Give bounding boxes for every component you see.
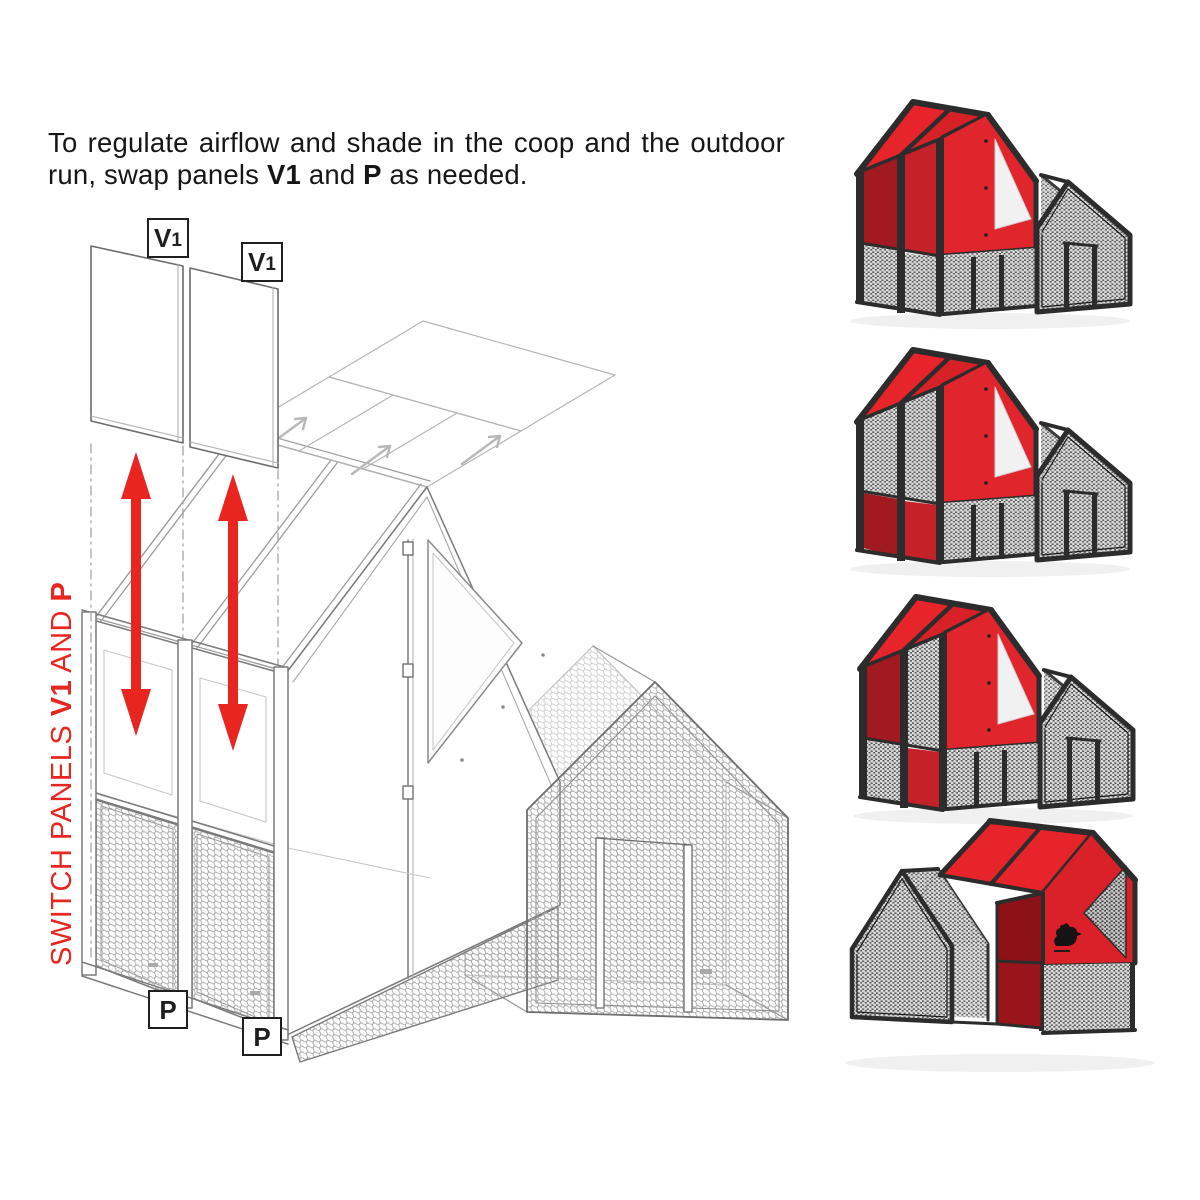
instruction-text: To regulate airflow and shade in the coo…	[48, 127, 785, 191]
tag-v1-digit: 1	[171, 230, 182, 251]
tag-p-letter: P	[159, 994, 177, 1025]
swap-arrow-left	[121, 452, 151, 736]
config-render-2	[840, 333, 1170, 583]
config-render-4	[830, 818, 1175, 1083]
config-render-1	[840, 85, 1170, 335]
instruction-part: as needed.	[381, 159, 528, 191]
tag-v1-letter: V	[248, 247, 266, 277]
tag-p-right: P	[242, 1017, 282, 1056]
config-render-4-svg	[845, 818, 1155, 1072]
instruction-part: To regulate airflow and shade in the coo…	[48, 127, 785, 191]
tag-v1-letter: V	[154, 223, 172, 253]
config-render-3-svg	[853, 594, 1136, 824]
instruction-p: P	[363, 159, 382, 191]
config-render-2-svg	[850, 347, 1133, 577]
tag-v1-digit: 1	[265, 254, 276, 275]
swap-arrow-right	[218, 474, 248, 751]
rooster-logo	[1054, 923, 1082, 946]
tag-p-letter: P	[253, 1021, 271, 1052]
tag-p-left: P	[148, 990, 188, 1029]
config-render-3	[843, 580, 1173, 830]
instruction-part: and	[301, 159, 364, 191]
config-render-1-svg	[850, 99, 1133, 329]
instruction-v1: V1	[266, 159, 301, 191]
